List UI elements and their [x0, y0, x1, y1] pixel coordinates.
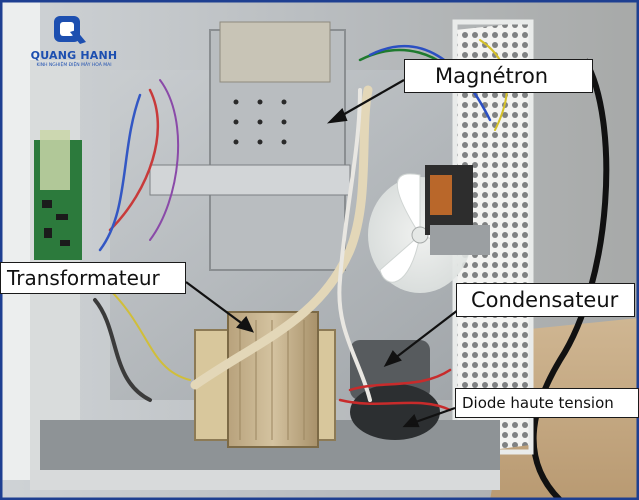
arrow-magnetron	[333, 79, 405, 121]
brand-logo-mark	[54, 16, 86, 44]
power-cord	[530, 58, 610, 500]
brand-tagline: KINH NGHIỆM ĐIỆN MÁY HOÀ MAI	[36, 63, 112, 68]
vent-mesh	[455, 22, 530, 455]
chassis-edge	[30, 470, 500, 490]
pcb-ribbon	[40, 130, 70, 190]
brand-logo: QUANG HANH KINH NGHIỆM ĐIỆN MÁY HOÀ MAI	[14, 14, 134, 74]
label-transformateur: Transformateur	[0, 262, 186, 294]
arrow-transformateur	[185, 281, 249, 329]
brand-name: QUANG HANH	[30, 49, 118, 62]
arrow-condensateur	[389, 309, 459, 363]
diode-component	[350, 384, 440, 440]
magnetron-bracket	[149, 164, 351, 196]
label-magnetron: Magnétron	[404, 59, 593, 93]
tan-cable	[190, 85, 373, 390]
magnetron-top	[219, 21, 331, 83]
label-condensateur: Condensateur	[456, 283, 635, 317]
label-diode-haute-tension: Diode haute tension	[455, 388, 639, 418]
arrow-diode	[409, 406, 456, 426]
